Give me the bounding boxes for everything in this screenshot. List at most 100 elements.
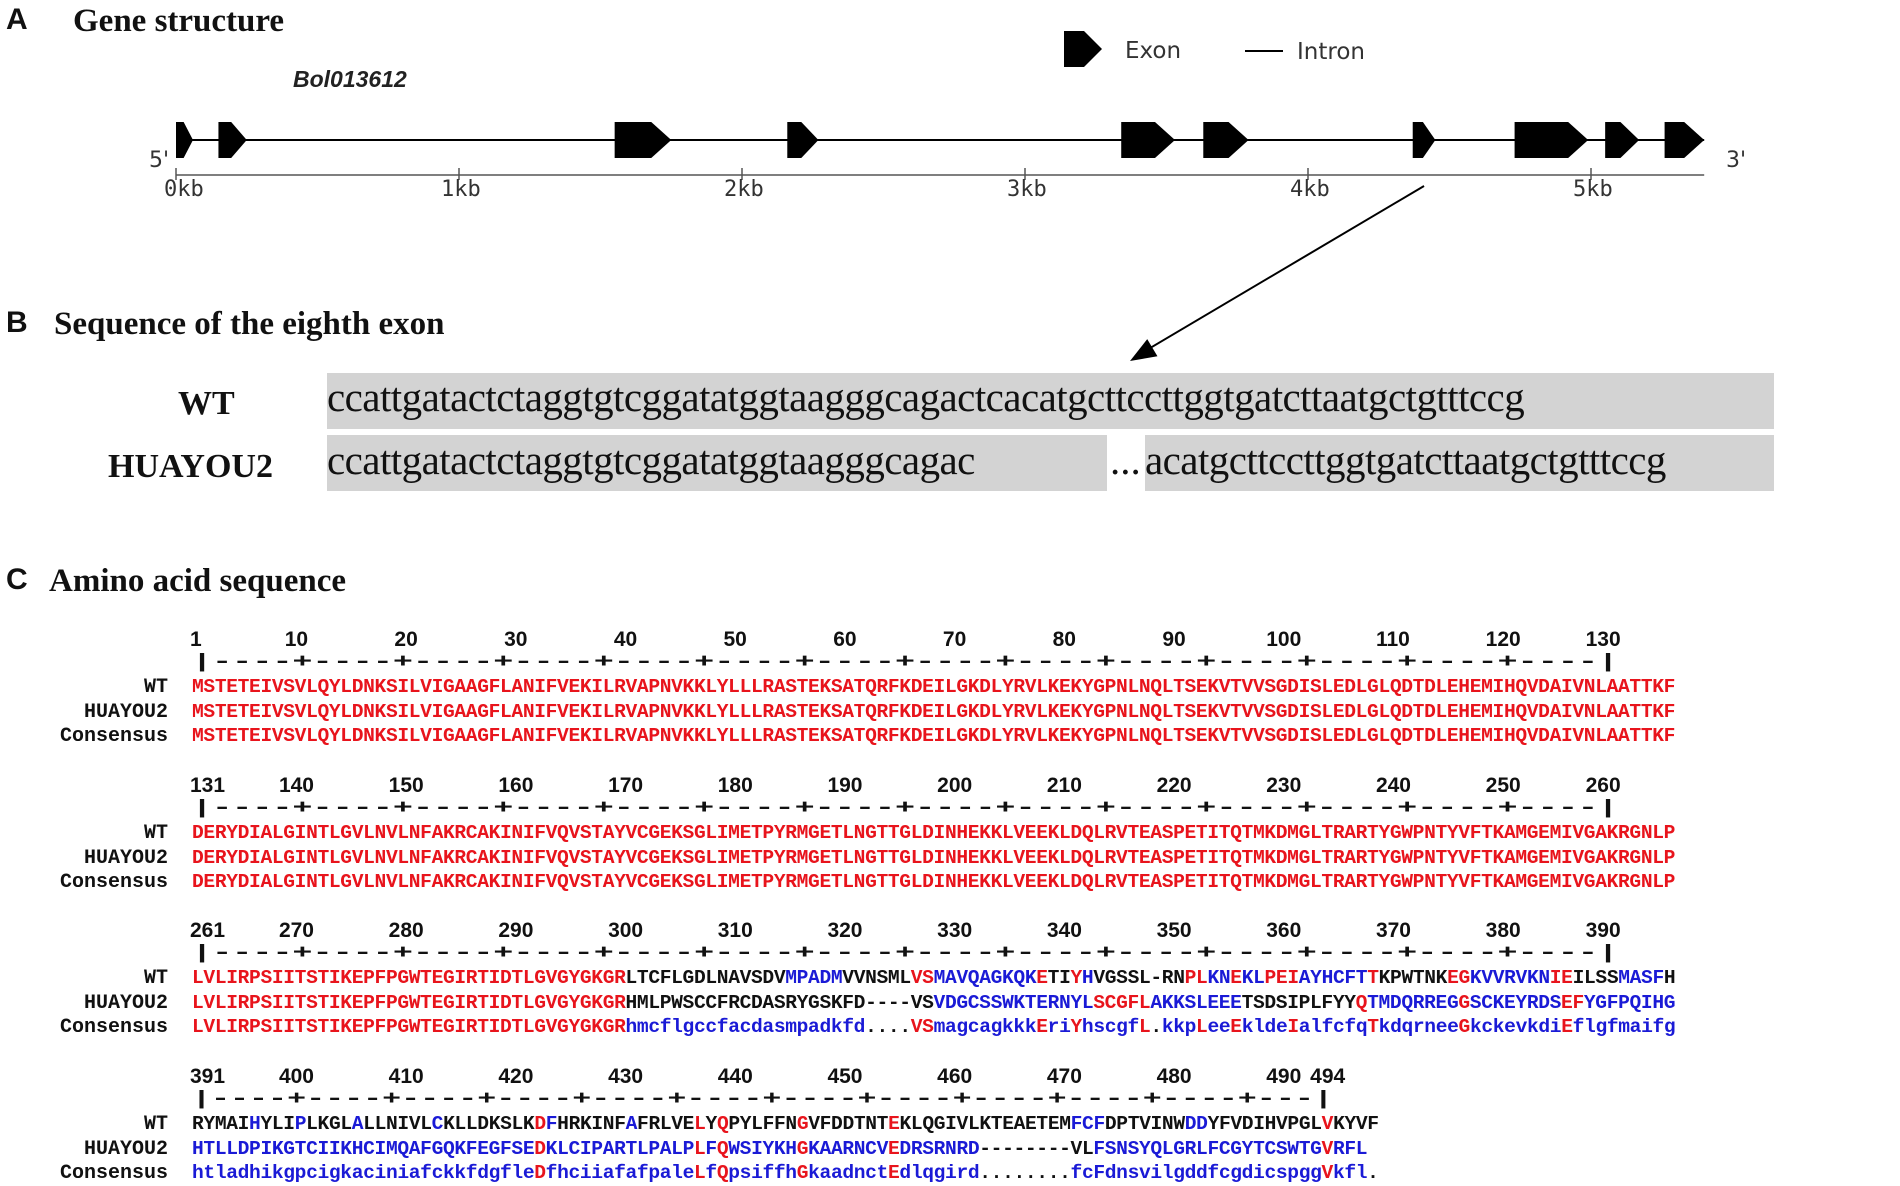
residue-run: Q: [716, 1113, 729, 1135]
position-number: 180: [717, 774, 753, 797]
residue-run: kckevkdi: [1469, 1016, 1562, 1038]
axis-tick-label: 2kb: [724, 177, 764, 202]
exon-legend-icon: [1064, 31, 1102, 67]
alignment-sequence-row: DERYDIALGINTLGVLNVLNFAKRCAKINIFVQVSTAYVC…: [192, 822, 1675, 844]
position-number: 391: [190, 1065, 226, 1088]
alignment-sequence-row: htladhikgpcigkaciniafckkfdgfleDfhciiafaf…: [192, 1162, 1379, 1184]
residue-run: AYHCFT: [1298, 967, 1368, 989]
alignment-sequence-row: LVLIRPSIITSTIKEPFPGWTEGIRTIDTLGVGYGKGRHM…: [192, 992, 1675, 1014]
residue-run: Q: [716, 1137, 729, 1160]
residue-run: RFL: [1332, 1137, 1368, 1160]
position-number: 90: [1162, 628, 1186, 651]
residue-run: TI: [1047, 967, 1071, 989]
alignment-row-label: Consensus: [59, 871, 168, 894]
panel-b-letter: B: [6, 306, 28, 339]
residue-run: fhciiafafpale: [545, 1162, 695, 1184]
residue-run: E: [1036, 967, 1048, 989]
position-number: 380: [1485, 919, 1521, 942]
residue-run: kfl: [1332, 1162, 1368, 1184]
position-number: 30: [504, 628, 528, 651]
position-number: 270: [278, 919, 314, 942]
alignment-sequence-row: MSTETEIVSVLQYLDNKSILVIGAAGFLANIFVEKILRVA…: [192, 701, 1675, 723]
exon-legend-label: Exon: [1125, 38, 1182, 64]
residue-run: HMLPWSCCFRCDASRYGSKFD----VS: [625, 991, 934, 1014]
position-number: 320: [827, 919, 863, 942]
residue-run: HRKINF: [557, 1113, 626, 1135]
residue-run: hscgf: [1081, 1016, 1139, 1038]
residue-run: KLCIPARTLPALP: [545, 1137, 695, 1160]
alignment-row-label: HUAYOU2: [83, 700, 168, 724]
residue-run: WSIYKH: [728, 1137, 797, 1160]
residue-run: TSDSIPLFYY: [1241, 991, 1356, 1014]
alignment-sequence-row: LVLIRPSIITSTIKEPFPGWTEGIRTIDTLGVGYGKGRLT…: [192, 967, 1676, 989]
huayou2-sequence-left: ccattgatactctaggtgtcggatatggtaagggcagac: [327, 437, 975, 483]
five-prime-label: 5': [149, 148, 170, 173]
three-prime-label: 3': [1726, 148, 1747, 173]
residue-run: EG: [1447, 967, 1470, 989]
huayou2-sequence-right: acatgcttccttggtgatcttaatgctgtttccg: [1145, 437, 1666, 483]
residue-run: klde: [1241, 1016, 1288, 1038]
position-number: 300: [608, 919, 644, 942]
residue-run: L: [693, 1162, 706, 1184]
residue-run: G: [1458, 1016, 1471, 1038]
residue-run: SCGFL: [1093, 991, 1151, 1014]
residue-run: kdqrnee: [1378, 1016, 1459, 1038]
position-number: 420: [498, 1065, 534, 1088]
position-number: 370: [1375, 919, 1411, 942]
residue-run: --------VL: [979, 1137, 1094, 1160]
residue-run: ee: [1207, 1016, 1231, 1038]
residue-run: F: [705, 1137, 717, 1160]
residue-run: VDGCSSWKTERNYL: [933, 991, 1094, 1014]
residue-run: LTCFLGDLNAVSDV: [625, 967, 786, 989]
wt-sequence-highlight: [327, 373, 1774, 429]
panel-a-letter: A: [6, 3, 28, 36]
alignment-row-label: HUAYOU2: [83, 1137, 168, 1161]
residue-run: hmcflgccfacdasmpadkfd: [625, 1016, 866, 1038]
residue-run: A: [625, 1113, 638, 1135]
residue-run: VS: [910, 967, 934, 989]
exon-1: [176, 122, 193, 158]
residue-run: PEI: [1264, 967, 1300, 989]
position-number: 240: [1375, 774, 1411, 797]
residue-run: E: [887, 1137, 900, 1160]
exon-3: [614, 122, 672, 158]
alignment-row-label: Consensus: [59, 1016, 168, 1039]
residue-run: L: [1196, 1016, 1208, 1038]
residue-run: P: [294, 1113, 307, 1135]
wt-sequence-label: WT: [178, 385, 235, 422]
position-number: 40: [613, 628, 638, 651]
residue-run: VS: [910, 1016, 934, 1038]
residue-run: htladhikgpcigkaciniafckkfdgfle: [192, 1162, 535, 1184]
residue-run: Q: [1355, 991, 1368, 1014]
exon-5: [1121, 122, 1175, 158]
residue-run: VGSSL-RN: [1093, 967, 1185, 989]
residue-run: .: [1150, 1016, 1162, 1038]
position-number: 260: [1585, 774, 1621, 797]
position-number: 490: [1266, 1065, 1302, 1088]
residue-run: Q: [716, 1162, 729, 1184]
residue-run: E: [1561, 1016, 1573, 1038]
residue-run: .: [1367, 1162, 1379, 1184]
residue-run: L: [694, 1113, 706, 1135]
residue-run: G: [796, 1162, 809, 1184]
alignment-row-label: HUAYOU2: [83, 846, 168, 870]
residue-run: LVLIRPSIITSTIKEPFPGWTEGIRTIDTLGVGYGKGR: [192, 1016, 626, 1038]
residue-run: G: [796, 1137, 809, 1160]
wt-sequence: ccattgatactctaggtgtcggatatggtaagggcagact…: [327, 374, 1525, 420]
panel-a-title: Gene structure: [73, 3, 285, 39]
gene-name: Bol013612: [293, 66, 407, 92]
residue-run: LLNIVL: [363, 1113, 432, 1135]
residue-run: YFVDIHVPGL: [1207, 1113, 1322, 1135]
residue-run: flgfmaifg: [1572, 1016, 1676, 1038]
residue-run: KN: [1207, 967, 1231, 989]
residue-run: PL: [1184, 967, 1208, 989]
residue-run: KL: [1241, 967, 1265, 989]
residue-run: C: [431, 1113, 444, 1135]
residue-run: MSTETEIVSVLQYLDNKSILVIGAAGFLANIFVEKILRVA…: [192, 676, 1676, 698]
position-number: 110: [1375, 628, 1410, 651]
residue-run: G: [1458, 991, 1470, 1014]
intron-legend-icon: [1245, 50, 1283, 52]
residue-run: ........: [979, 1162, 1071, 1184]
residue-run: E: [1036, 1016, 1048, 1038]
residue-run: DERYDIALGINTLGVLNVLNFAKRCAKINIFVQVSTAYVC…: [192, 846, 1676, 869]
